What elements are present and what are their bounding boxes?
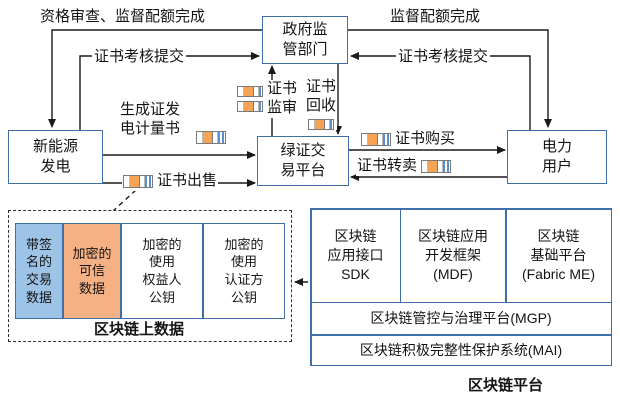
platform-cell-fabric: 区块链 基础平台 (Fabric ME) — [506, 209, 611, 302]
onchain-data-box: 带签 名的 交易 数据 加密的 可信 数据 加密的 使用 权益人 公钥 加密的 … — [8, 210, 292, 342]
label-cert-buy: 证书购买 — [395, 130, 456, 147]
cert-icons-column — [237, 85, 263, 112]
label-cert-supervise: 证书 监审 — [267, 80, 298, 116]
label-qualification-review: 资格审查、监督配额完成 — [38, 8, 208, 27]
label-gen-metering: 生成证发 电计量书 — [118, 101, 183, 139]
onchain-cell-beneficiary-pubkey: 加密的 使用 权益人 公钥 — [121, 223, 203, 319]
platform-cell-mai: 区块链积极完整性保护系统(MAI) — [311, 335, 611, 365]
label-cert-buy-group: 证书购买 — [360, 130, 457, 149]
arrow-review-right-to-gov — [350, 52, 531, 130]
node-power-user: 电力 用户 — [507, 130, 607, 184]
label-cert-sell-group: 证书出售 — [122, 172, 219, 191]
node-new-energy-generation: 新能源 发电 — [8, 130, 103, 184]
certificate-icon — [237, 85, 263, 97]
arrow-qualification-to-newenergy — [48, 29, 262, 128]
label-cert-review-right: 证书考核提交 — [396, 48, 491, 67]
certificate-icon — [421, 159, 452, 173]
node-green-cert-platform: 绿证交 易平台 — [257, 136, 349, 186]
arrow-quota-to-user — [348, 29, 552, 128]
certificate-icon — [361, 132, 391, 146]
onchain-cell-encrypted-trusted: 加密的 可信 数据 — [63, 223, 121, 319]
certificate-icon — [123, 174, 153, 188]
blockchain-platform-table: 区块链 应用接口 SDK 区块链应用 开发框架 (MDF) 区块链 基础平台 (… — [310, 208, 612, 366]
label-cert-recycle: 证书 回收 — [306, 78, 337, 114]
platform-cell-sdk: 区块链 应用接口 SDK — [311, 209, 400, 302]
platform-cell-mgp: 区块链管控与治理平台(MGP) — [311, 303, 611, 334]
certificate-icon — [308, 118, 334, 130]
arrow-review-left-to-gov — [79, 52, 260, 130]
onchain-cell-signed-transaction: 带签 名的 交易 数据 — [15, 223, 63, 319]
certificate-icon — [237, 100, 263, 112]
platform-cell-mdf: 区块链应用 开发框架 (MDF) — [401, 209, 505, 302]
label-cert-review-left: 证书考核提交 — [92, 48, 187, 67]
label-cert-resell-group: 证书转卖 — [356, 157, 453, 176]
label-cert-recycle-group: 证书 回收 — [305, 78, 338, 130]
onchain-data-caption: 区块链上数据 — [93, 321, 184, 338]
label-quota-complete: 监督配额完成 — [388, 8, 483, 27]
dashed-link-sell-to-onchain — [112, 189, 137, 212]
label-cert-supervise-group: 证书 监审 — [236, 80, 299, 118]
blockchain-platform-caption: 区块链平台 — [468, 377, 544, 394]
certificate-icon — [196, 131, 226, 144]
label-cert-resell: 证书转卖 — [357, 157, 418, 174]
onchain-cell-certifier-pubkey: 加密的 使用 认证方 公钥 — [203, 223, 285, 319]
label-cert-sell: 证书出售 — [157, 172, 218, 189]
node-government-regulator: 政府监 管部门 — [262, 16, 348, 64]
